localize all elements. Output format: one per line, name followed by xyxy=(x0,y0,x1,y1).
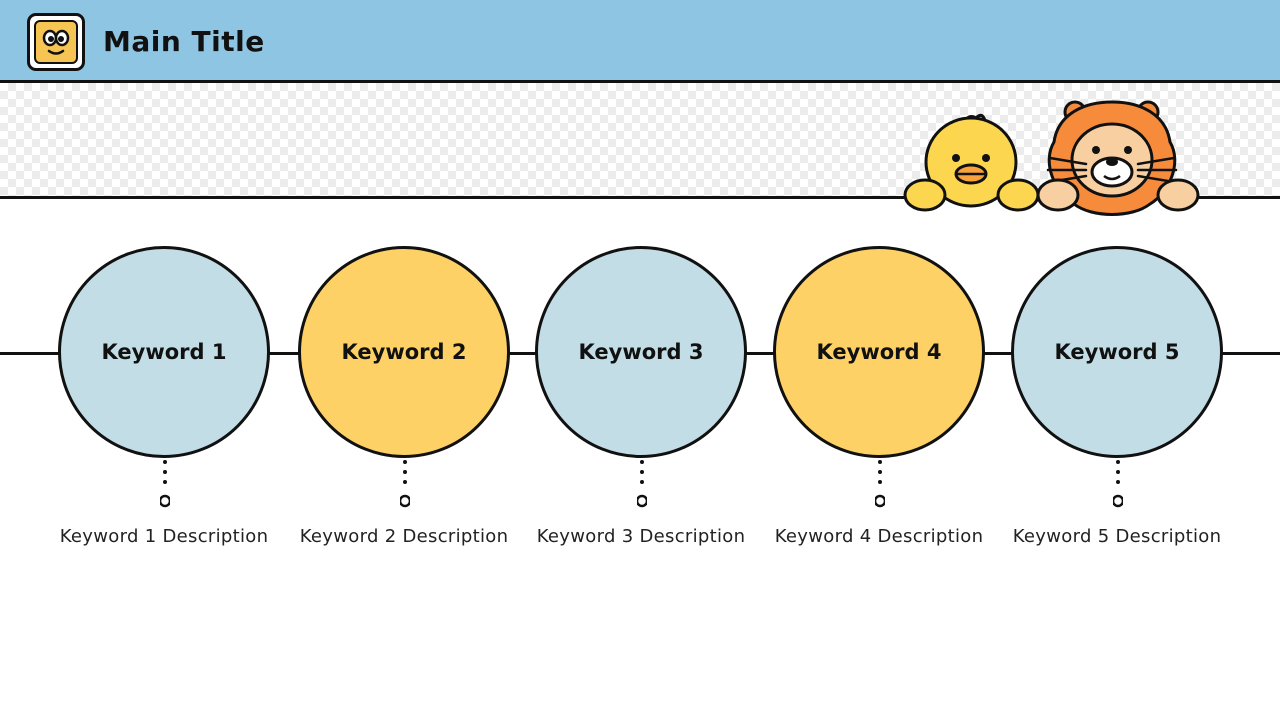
timeline-node-2: Keyword 2 Keyword 2 Description xyxy=(298,240,510,560)
timeline-node-3: Keyword 3 Keyword 3 Description xyxy=(535,240,747,560)
keyword-description-4: Keyword 4 Description xyxy=(774,526,984,547)
chick-mascot-icon xyxy=(903,113,1040,212)
keyword-label-5: Keyword 5 xyxy=(1054,340,1180,364)
logo xyxy=(27,13,85,71)
keyword-circle-1: Keyword 1 xyxy=(58,246,270,458)
connector-dots-2 xyxy=(400,460,410,508)
lion-mascot-icon xyxy=(1036,100,1200,216)
mascot-group xyxy=(900,100,1210,218)
mascot-face-icon xyxy=(34,20,78,64)
connector-dots-4 xyxy=(875,460,885,508)
keyword-label-3: Keyword 3 xyxy=(578,340,704,364)
connector-dots-1 xyxy=(160,460,170,508)
keyword-description-1: Keyword 1 Description xyxy=(59,526,269,547)
keyword-circle-2: Keyword 2 xyxy=(298,246,510,458)
keyword-circle-3: Keyword 3 xyxy=(535,246,747,458)
connector-dots-3 xyxy=(637,460,647,508)
keyword-description-2: Keyword 2 Description xyxy=(299,526,509,547)
timeline-node-5: Keyword 5 Keyword 5 Description xyxy=(1011,240,1223,560)
keyword-label-1: Keyword 1 xyxy=(101,340,227,364)
keyword-circle-5: Keyword 5 xyxy=(1011,246,1223,458)
divider-line xyxy=(0,196,1280,199)
page-title: Main Title xyxy=(103,25,265,58)
keyword-label-2: Keyword 2 xyxy=(341,340,467,364)
keyword-circle-4: Keyword 4 xyxy=(773,246,985,458)
timeline: Keyword 1 Keyword 1 Description Keyword … xyxy=(0,240,1280,580)
keyword-description-5: Keyword 5 Description xyxy=(1012,526,1222,547)
keyword-description-3: Keyword 3 Description xyxy=(536,526,746,547)
timeline-node-1: Keyword 1 Keyword 1 Description xyxy=(58,240,270,560)
timeline-node-4: Keyword 4 Keyword 4 Description xyxy=(773,240,985,560)
keyword-label-4: Keyword 4 xyxy=(816,340,942,364)
connector-dots-5 xyxy=(1113,460,1123,508)
header-bar: Main Title xyxy=(0,0,1280,83)
